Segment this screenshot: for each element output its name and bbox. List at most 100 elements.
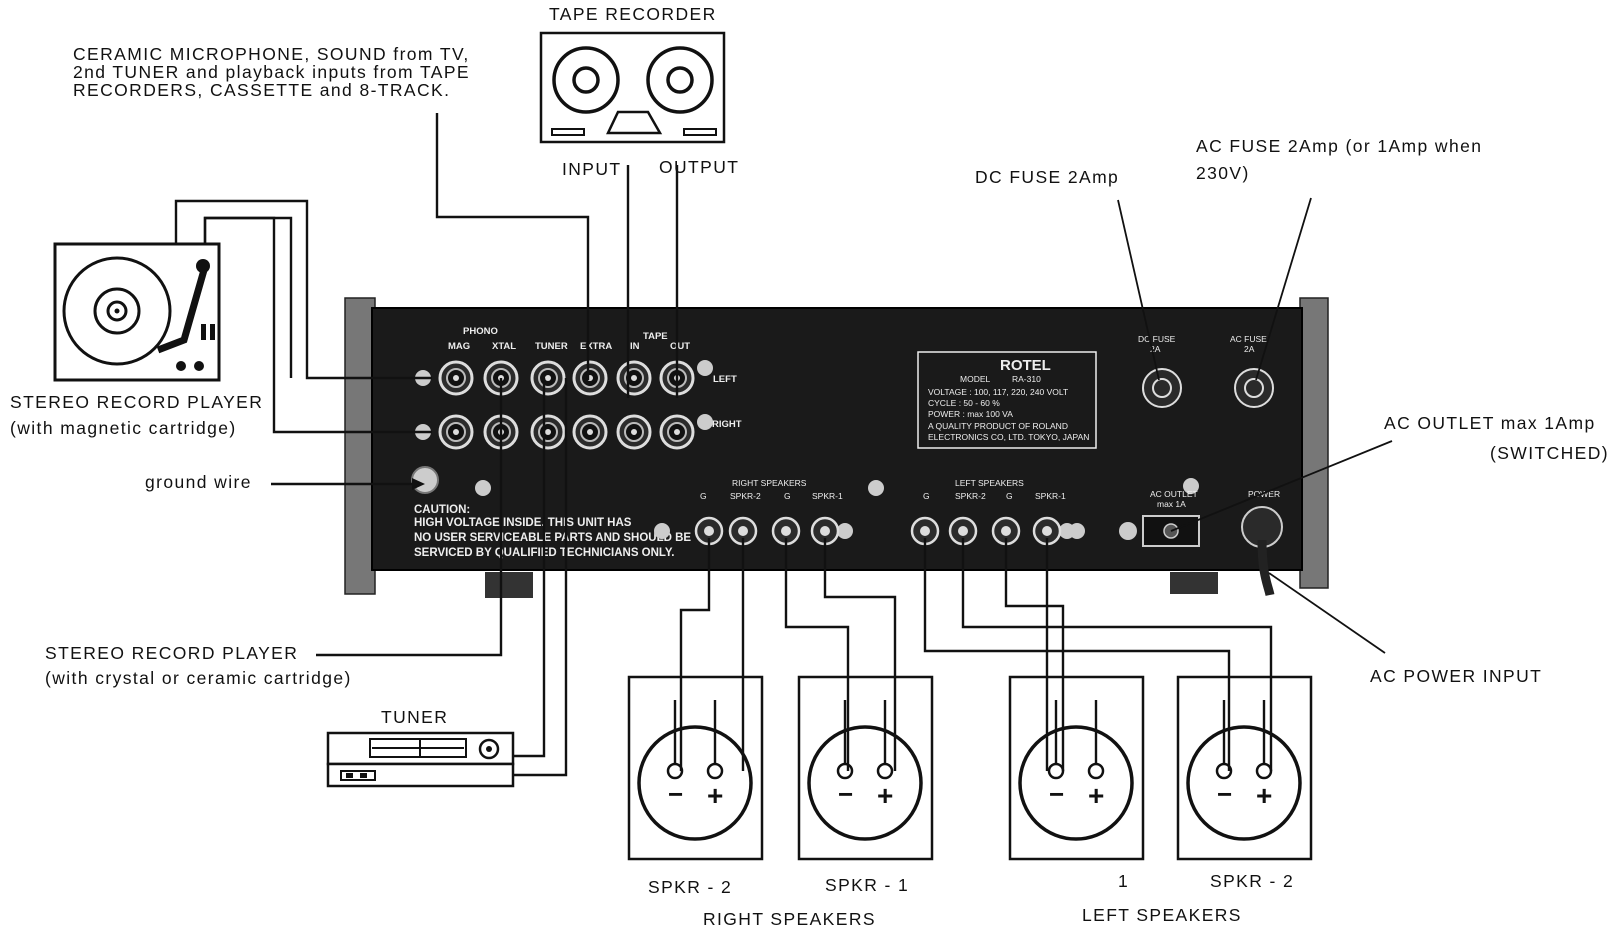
right-spkr1-label: SPKR - 1 (825, 875, 909, 895)
panel-tape-out-label: OUT (670, 341, 690, 352)
ac-fuse-pointer (1255, 197, 1312, 381)
turntable-mag-right-wire (203, 216, 432, 434)
turntable-mag-left-wire (174, 199, 432, 380)
diagram-labels: TAPE RECORDER INPUT OUTPUT CERAMIC MICRO… (10, 4, 1609, 929)
minus-sign: − (838, 779, 853, 809)
rca-jack-icon (438, 414, 474, 450)
record-player-mag-label-line-1: STEREO RECORD PLAYER (10, 392, 263, 412)
speaker-driver-icon (807, 725, 923, 841)
caution-line-2: NO USER SERVICEABLE PARTS AND SHOULD BE (414, 532, 691, 544)
panel-g-2: G (784, 491, 791, 501)
plate-quality: A QUALITY PRODUCT OF ROLAND (928, 421, 1068, 431)
rspk2-neg-wire (679, 538, 711, 771)
plate-cycle: CYCLE : 50 - 60 % (928, 398, 1000, 408)
lspk2-pos-wire (961, 538, 1273, 771)
lspk2-neg-wire (923, 538, 1231, 771)
speaker-cabinet: −+ (797, 675, 934, 861)
ac-outlet-pointer (1170, 440, 1393, 532)
tuner-left-wire (513, 378, 546, 758)
panel-mag-label: MAG (448, 341, 470, 352)
panel-phono-label: PHONO (463, 326, 498, 337)
panel-ac-fuse-rating: 2A (1244, 344, 1255, 354)
left-spkr1-label: 1 (1118, 871, 1129, 891)
tape-recorder-icon (539, 31, 726, 144)
panel-dc-fuse-label: DC FUSE (1138, 334, 1176, 344)
ac-outlet-label-line-1: AC OUTLET max 1Amp (1384, 413, 1596, 433)
ac-outlet-icon (1142, 515, 1200, 547)
ac-fuse-icon (1234, 368, 1274, 408)
tuner-right-wire (513, 378, 568, 777)
speaker-terminal-icon (910, 516, 940, 546)
panel-tape-in-label: IN (630, 341, 640, 352)
panel-ac-outlet-label: AC OUTLET (1150, 489, 1198, 499)
panel-extra-label: EXTRA (580, 341, 612, 352)
rspk1-neg-wire (784, 538, 850, 771)
ac-power-input-label: AC POWER INPUT (1370, 666, 1542, 686)
plate-model: RA-310 (1012, 374, 1041, 384)
panel-spkr2-right: SPKR-2 (730, 491, 761, 501)
rca-jack-icon (616, 414, 652, 450)
rca-jack-icon (659, 414, 695, 450)
panel-ac-outlet-max: max 1A (1157, 499, 1186, 509)
plus-sign: + (707, 780, 723, 811)
ceramic-record-player-wire (316, 378, 503, 657)
dc-fuse-label: DC FUSE 2Amp (975, 167, 1119, 187)
plate-electronics: ELECTRONICS CO, LTD. TOKYO, JAPAN (928, 432, 1089, 442)
speaker-cabinet: −+ (1008, 675, 1145, 861)
ac-fuse-label-line-2: 230V) (1196, 163, 1250, 183)
speaker-terminals: RIGHT SPEAKERS LEFT SPEAKERS G SPKR-2 G … (654, 478, 1085, 546)
tuner-icon (326, 731, 515, 788)
plate-voltage: VOLTAGE : 100, 117, 220, 240 VOLT (928, 387, 1068, 397)
model-nameplate: ROTEL MODEL RA-310 VOLTAGE : 100, 117, 2… (917, 351, 1097, 449)
panel-left-label: LEFT (713, 374, 737, 385)
ac-power-pointer (1268, 572, 1386, 654)
speaker-cabinets: −+−+−+−+ (627, 675, 1313, 861)
right-spkr2-label: SPKR - 2 (648, 877, 732, 897)
ground-and-caution: CAUTION: HIGH VOLTAGE INSIDE. THIS UNIT … (411, 466, 691, 559)
dc-fuse-icon (1142, 368, 1182, 408)
panel-dc-fuse-rating: 2A (1150, 344, 1161, 354)
extra-input-wire (435, 113, 590, 380)
panel-tuner-label: TUNER (535, 341, 568, 352)
panel-xtal-label: XTAL (492, 341, 516, 352)
brand-logo: ROTEL (1000, 357, 1051, 374)
left-speakers-label: LEFT SPEAKERS (1082, 905, 1242, 925)
right-speakers-label: RIGHT SPEAKERS (703, 909, 876, 929)
panel-g-4: G (1006, 491, 1013, 501)
speaker-driver-icon (1018, 725, 1134, 841)
panel-g-3: G (923, 491, 930, 501)
dc-fuse-pointer (1117, 199, 1160, 381)
minus-sign: − (1217, 779, 1232, 809)
aux-label-line-1: CERAMIC MICROPHONE, SOUND from TV, (73, 44, 470, 64)
rca-jack-icon (572, 414, 608, 450)
minus-sign: − (668, 779, 683, 809)
tape-output-label: OUTPUT (659, 157, 739, 177)
record-player-mag-label-line-2: (with magnetic cartridge) (10, 418, 237, 438)
rca-jack-icon (572, 360, 608, 396)
minus-sign: − (1049, 779, 1064, 809)
panel-tape-label: TAPE (643, 331, 668, 342)
record-player-icon (53, 242, 221, 382)
ac-outlet-label-line-2: (SWITCHED) (1490, 443, 1609, 463)
rspk1-pos-wire (823, 538, 897, 771)
caution-line-1: HIGH VOLTAGE INSIDE. THIS UNIT HAS (414, 517, 632, 529)
rca-jack-icon (438, 360, 474, 396)
panel-g-1: G (700, 491, 707, 501)
plus-sign: + (877, 780, 893, 811)
panel-spkr1-left: SPKR-1 (1035, 491, 1066, 501)
rca-jack-icon (530, 414, 566, 450)
speaker-driver-icon (637, 725, 753, 841)
panel-spkr1-right: SPKR-1 (812, 491, 843, 501)
panel-right-speakers-label: RIGHT SPEAKERS (732, 478, 807, 488)
aux-label-line-2: 2nd TUNER and playback inputs from TAPE (73, 62, 470, 82)
fuse-holders: DC FUSE 2A AC FUSE 2A (1138, 334, 1274, 408)
plus-sign: + (1256, 780, 1272, 811)
caution-title: CAUTION: (414, 504, 470, 516)
speaker-cabinet: −+ (1176, 675, 1313, 861)
left-spkr2-label: SPKR - 2 (1210, 871, 1294, 891)
aux-label-line-3: RECORDERS, CASSETTE and 8-TRACK. (73, 80, 450, 100)
connection-wires (174, 113, 1393, 777)
tape-recorder-label: TAPE RECORDER (549, 4, 717, 24)
panel-left-speakers-label: LEFT SPEAKERS (955, 478, 1024, 488)
